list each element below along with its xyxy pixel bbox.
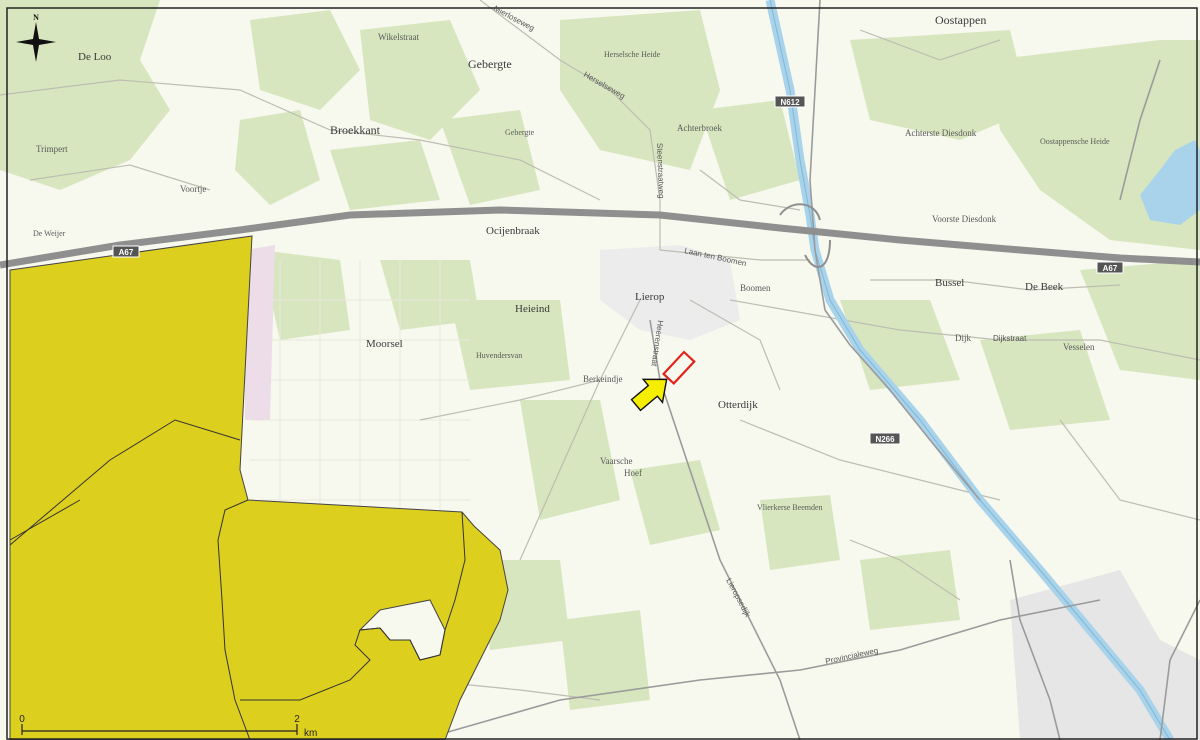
label-de-loo: De Loo bbox=[78, 51, 112, 63]
north-arrow: N bbox=[16, 13, 56, 62]
svg-text:A67: A67 bbox=[119, 248, 134, 257]
label-trimpert: Trimpert bbox=[36, 144, 68, 154]
label-gebergte: Gebergte bbox=[468, 57, 512, 71]
place-labels: De Loo Wikelstraat Gebergte Herselsche H… bbox=[33, 13, 1110, 512]
label-dijk: Dijk bbox=[955, 333, 972, 343]
road-label-dijkstraat: Dijkstraat bbox=[993, 334, 1027, 343]
heath-area bbox=[245, 245, 275, 420]
shield-a67-east: A67 bbox=[1096, 261, 1124, 274]
label-ocijenbraak: Ocijenbraak bbox=[486, 225, 540, 237]
label-heieind: Heieind bbox=[515, 303, 550, 315]
svg-text:N612: N612 bbox=[780, 98, 800, 107]
site-outline bbox=[661, 350, 696, 386]
motorway-a67 bbox=[0, 206, 1200, 269]
protected-area-boundaries bbox=[9, 419, 466, 740]
label-moorsel: Moorsel bbox=[366, 338, 403, 350]
label-voortje: Voortje bbox=[180, 184, 206, 194]
label-achterste-diesdonk: Achterste Diesdonk bbox=[905, 128, 977, 138]
field-grid bbox=[250, 260, 470, 520]
map-frame bbox=[6, 7, 1198, 740]
label-otterdijk: Otterdijk bbox=[718, 399, 758, 411]
label-herselsche-heide: Herselsche Heide bbox=[604, 50, 661, 59]
shield-n266: N266 bbox=[869, 432, 901, 445]
label-broekkant: Broekkant bbox=[330, 123, 381, 137]
label-bussel: Bussel bbox=[935, 277, 964, 289]
north-label: N bbox=[33, 13, 39, 22]
label-gebergte-small: Gebergte bbox=[505, 128, 535, 137]
canal-edge bbox=[769, 0, 1171, 740]
label-wikelstraat: Wikelstraat bbox=[378, 32, 420, 42]
scale-start-label: 0 bbox=[19, 714, 25, 725]
label-lierop: Lierop bbox=[635, 291, 665, 303]
label-huvendersvan: Huvendersvan bbox=[476, 351, 522, 360]
label-de-beek: De Beek bbox=[1025, 281, 1064, 293]
label-oostappen: Oostappen bbox=[935, 13, 986, 27]
shield-n612: N612 bbox=[774, 95, 806, 108]
shield-a67-west: A67 bbox=[112, 245, 140, 258]
road-label-steenstraatweg: Steenstraatweg bbox=[655, 143, 666, 199]
label-vaarsche: Vaarsche bbox=[600, 456, 632, 466]
label-achterbroek: Achterbroek bbox=[677, 123, 722, 133]
label-de-weijer: De Weijer bbox=[33, 229, 66, 238]
motorway-interchange bbox=[779, 203, 831, 268]
scale-bar: 0 2 km bbox=[19, 714, 317, 739]
label-berkeindje: Berkeindje bbox=[583, 374, 623, 384]
lake bbox=[1140, 140, 1200, 225]
label-hoef: Hoef bbox=[624, 468, 642, 478]
label-vlierkerse-beemden: Vlierkerse Beemden bbox=[757, 503, 823, 512]
label-voorste-diesdonk: Voorste Diesdonk bbox=[932, 214, 997, 224]
compass-star-icon bbox=[16, 22, 56, 62]
road-shields: A67 A67 N612 N266 bbox=[112, 95, 1124, 445]
lierop-built-up bbox=[600, 245, 740, 340]
svg-text:N266: N266 bbox=[875, 435, 895, 444]
label-vesselen: Vesselen bbox=[1063, 342, 1095, 352]
scale-end-label: 2 bbox=[294, 714, 300, 725]
label-boomen: Boomen bbox=[740, 283, 771, 293]
label-oostappensche-heide: Oostappensche Heide bbox=[1040, 137, 1110, 146]
scale-unit-label: km bbox=[304, 728, 317, 739]
pointer-arrow-icon bbox=[630, 378, 668, 412]
svg-text:A67: A67 bbox=[1103, 264, 1118, 273]
